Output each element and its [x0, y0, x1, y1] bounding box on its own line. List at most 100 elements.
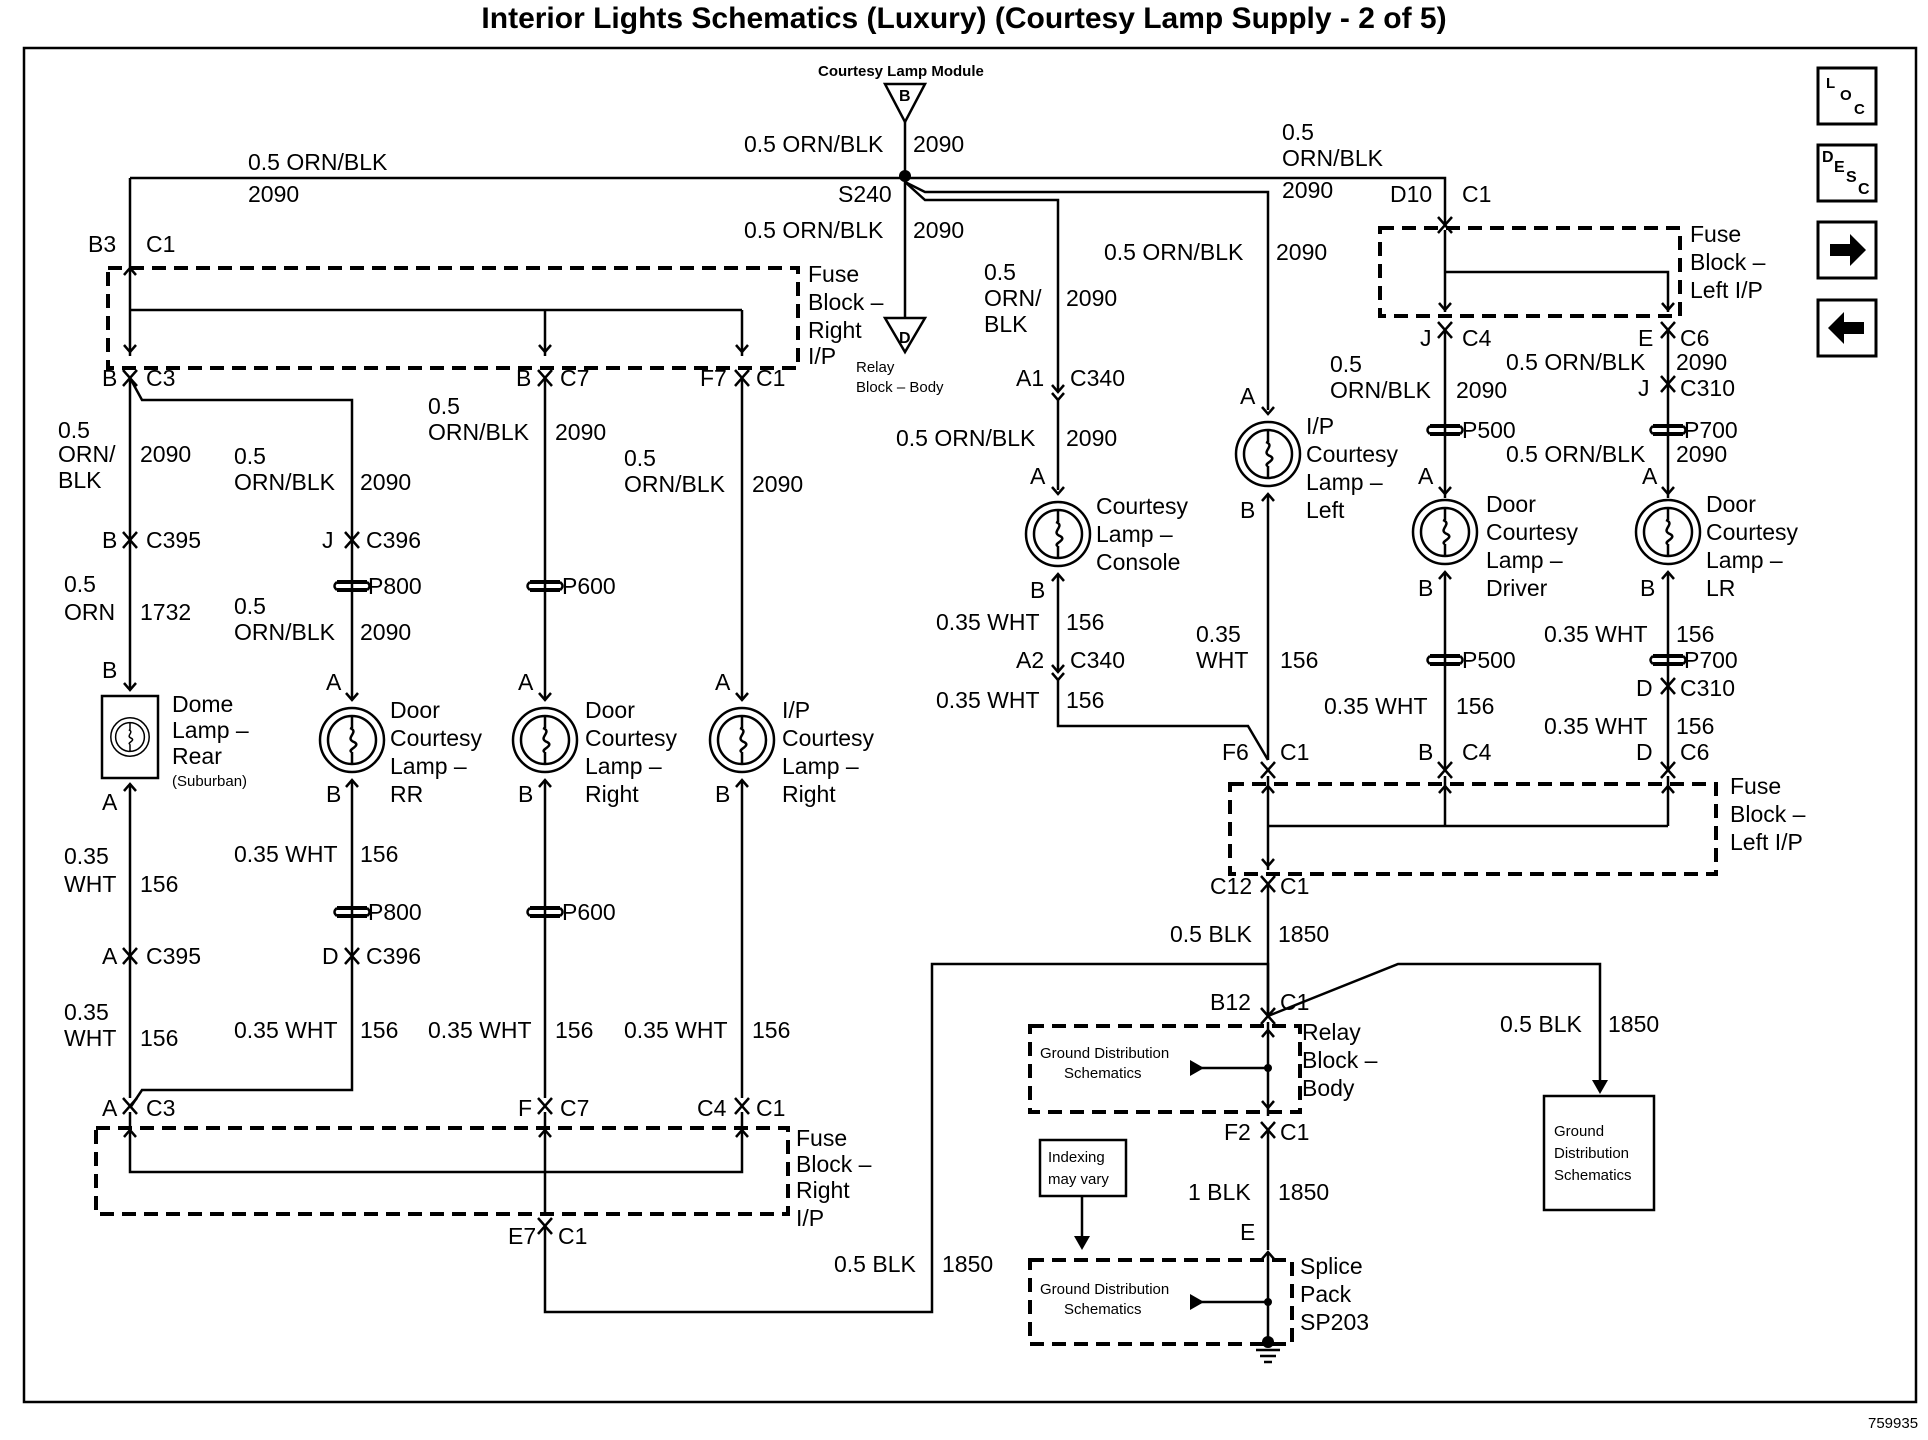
svg-text:C1: C1: [1280, 739, 1309, 765]
svg-text:ORN/BLK: ORN/BLK: [234, 619, 336, 645]
loc-button[interactable]: L O C: [1816, 66, 1878, 126]
svg-text:F: F: [518, 1095, 532, 1121]
svg-text:2090: 2090: [1066, 425, 1117, 451]
svg-text:Driver: Driver: [1486, 575, 1548, 601]
svg-text:0.5 BLK: 0.5 BLK: [1170, 921, 1252, 947]
fuse-block-left-ip-top: [1378, 226, 1682, 318]
svg-text:J: J: [1638, 375, 1650, 401]
svg-text:Block –: Block –: [1690, 249, 1766, 275]
svg-text:156: 156: [1066, 609, 1104, 635]
door-courtesy-lamp-lr: [1634, 498, 1702, 566]
relay-block-body: [1028, 1024, 1302, 1114]
prev-page-button[interactable]: [1816, 298, 1878, 358]
svg-text:156: 156: [360, 841, 398, 867]
svg-text:Lamp –: Lamp –: [390, 753, 467, 779]
svg-text:I/P: I/P: [808, 343, 836, 369]
svg-text:Block –: Block –: [808, 289, 884, 315]
svg-text:C1: C1: [558, 1223, 587, 1249]
svg-text:Fuse: Fuse: [1690, 221, 1741, 247]
svg-text:0.35 WHT: 0.35 WHT: [1544, 621, 1648, 647]
svg-text:A: A: [518, 669, 534, 695]
svg-text:C396: C396: [366, 527, 421, 553]
svg-text:Ground Distribution: Ground Distribution: [1040, 1281, 1169, 1298]
svg-text:156: 156: [360, 1017, 398, 1043]
svg-text:Door: Door: [585, 697, 635, 723]
svg-text:2090: 2090: [913, 217, 964, 243]
next-page-button[interactable]: [1816, 220, 1878, 280]
fuse-block-left-ip-bottom: [1228, 782, 1718, 876]
splice-pack-sp203: [1028, 1258, 1294, 1346]
svg-text:S: S: [1846, 169, 1857, 186]
door-courtesy-lamp-driver: [1411, 498, 1479, 566]
svg-text:A: A: [102, 1095, 118, 1121]
arrow-left-icon: [1828, 312, 1864, 344]
svg-text:C340: C340: [1070, 365, 1125, 391]
svg-text:Courtesy: Courtesy: [782, 725, 875, 751]
svg-text:D: D: [899, 330, 911, 347]
svg-text:Lamp –: Lamp –: [782, 753, 859, 779]
dome-lamp-rear: [100, 694, 160, 780]
svg-text:1732: 1732: [140, 599, 191, 625]
svg-text:0.35 WHT: 0.35 WHT: [428, 1017, 532, 1043]
svg-text:2090: 2090: [248, 181, 299, 207]
svg-text:0.35 WHT: 0.35 WHT: [234, 1017, 338, 1043]
svg-text:I/P: I/P: [796, 1205, 824, 1231]
svg-text:Relay: Relay: [856, 359, 895, 376]
svg-text:RR: RR: [390, 781, 423, 807]
svg-text:may vary: may vary: [1048, 1171, 1109, 1188]
svg-text:0.35: 0.35: [1196, 621, 1241, 647]
svg-text:2090: 2090: [1676, 441, 1727, 467]
svg-text:0.35 WHT: 0.35 WHT: [234, 841, 338, 867]
svg-text:ORN/BLK: ORN/BLK: [1282, 145, 1384, 171]
svg-text:2090: 2090: [913, 131, 964, 157]
svg-text:C1: C1: [1280, 873, 1309, 899]
svg-text:A: A: [715, 669, 731, 695]
svg-text:F7: F7: [700, 365, 727, 391]
svg-text:0.35 WHT: 0.35 WHT: [624, 1017, 728, 1043]
svg-text:0.5 ORN/BLK: 0.5 ORN/BLK: [1104, 239, 1244, 265]
svg-text:Courtesy: Courtesy: [1306, 441, 1399, 467]
svg-text:C: C: [1854, 101, 1865, 118]
desc-button[interactable]: D E S C: [1816, 143, 1878, 203]
svg-text:C1: C1: [1280, 1119, 1309, 1145]
svg-text:Fuse: Fuse: [808, 261, 859, 287]
ground-distribution-schematics-link[interactable]: Ground Distribution Schematics: [1542, 1094, 1656, 1212]
svg-text:Indexing: Indexing: [1048, 1149, 1105, 1166]
figure-number: 759935: [1868, 1415, 1918, 1432]
svg-text:Lamp –: Lamp –: [1486, 547, 1563, 573]
svg-text:2090: 2090: [1276, 239, 1327, 265]
svg-text:Splice: Splice: [1300, 1253, 1363, 1279]
fuse-block-right-ip-bottom: [94, 1126, 790, 1216]
svg-text:0.35 WHT: 0.35 WHT: [1324, 693, 1428, 719]
svg-text:0.5: 0.5: [234, 443, 266, 469]
svg-text:A1: A1: [1016, 365, 1044, 391]
svg-text:0.35 WHT: 0.35 WHT: [1544, 713, 1648, 739]
svg-text:Lamp –: Lamp –: [1306, 469, 1383, 495]
svg-text:ORN: ORN: [64, 599, 115, 625]
svg-text:C4: C4: [697, 1095, 727, 1121]
svg-text:Fuse: Fuse: [796, 1125, 847, 1151]
svg-text:0.5 ORN/BLK: 0.5 ORN/BLK: [744, 217, 884, 243]
svg-text:ORN/: ORN/: [984, 285, 1042, 311]
svg-text:B: B: [1418, 739, 1433, 765]
svg-text:A: A: [102, 789, 118, 815]
svg-text:C1: C1: [756, 1095, 785, 1121]
svg-text:0.5 ORN/BLK: 0.5 ORN/BLK: [744, 131, 884, 157]
svg-text:P600: P600: [562, 573, 616, 599]
svg-text:B: B: [518, 781, 533, 807]
svg-text:0.5 ORN/BLK: 0.5 ORN/BLK: [248, 149, 388, 175]
svg-text:0.35 WHT: 0.35 WHT: [936, 687, 1040, 713]
svg-text:0.5: 0.5: [428, 393, 460, 419]
svg-text:156: 156: [555, 1017, 593, 1043]
svg-text:A2: A2: [1016, 647, 1044, 673]
svg-text:C1: C1: [756, 365, 785, 391]
svg-text:J: J: [322, 527, 334, 553]
svg-text:C4: C4: [1462, 325, 1492, 351]
svg-text:J: J: [1420, 325, 1432, 351]
svg-text:(Suburban): (Suburban): [172, 773, 247, 790]
svg-text:0.35: 0.35: [64, 843, 109, 869]
svg-text:1850: 1850: [1278, 921, 1329, 947]
svg-text:0.5 BLK: 0.5 BLK: [1500, 1011, 1582, 1037]
svg-text:A: A: [1030, 463, 1046, 489]
svg-text:P800: P800: [368, 899, 422, 925]
